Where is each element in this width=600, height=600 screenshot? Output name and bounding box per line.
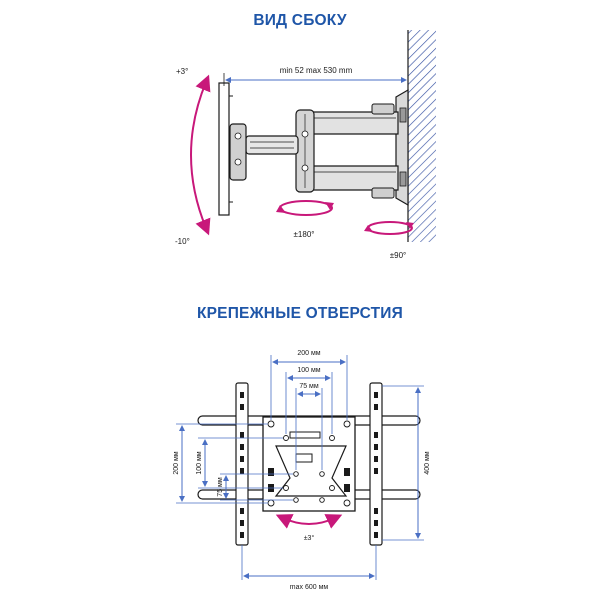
height-75-dimension: 75 мм <box>217 475 229 499</box>
tv-bracket <box>229 123 247 181</box>
max-width-label: max 600 мм <box>290 584 329 591</box>
width-200-label: 200 мм <box>297 350 320 357</box>
mounting-holes-title: КРЕПЕЖНЫЕ ОТВЕРСТИЯ <box>196 305 403 322</box>
mount-arms <box>245 103 399 199</box>
wall-swivel-label: ±90° <box>390 251 407 260</box>
max-width-dimension: max 600 мм <box>241 545 377 591</box>
height-200-label: 200 мм <box>173 451 180 474</box>
right-vertical-rail <box>369 382 383 546</box>
width-75-dimension: 75 мм <box>297 383 321 397</box>
height-200-dimension: 200 мм <box>173 425 185 502</box>
height-100-label: 100 мм <box>196 451 203 474</box>
tilt-arrow: +3° -10° <box>175 67 211 246</box>
mounting-holes-view: 200 мм 100 мм 75 мм 200 мм 100 мм <box>173 350 431 591</box>
width-75-label: 75 мм <box>299 383 319 390</box>
height-75-label: 75 мм <box>217 477 224 497</box>
rotation-arrow: ±3° <box>275 514 343 542</box>
arm-swivel-arrow: ±180° <box>276 200 334 239</box>
height-400-label: 400 мм <box>424 451 431 474</box>
height-400-dimension: 400 мм <box>382 385 431 541</box>
extension-label: min 52 max 530 mm <box>280 66 353 75</box>
extension-dimension: min 52 max 530 mm <box>223 66 409 86</box>
arm-swivel-label: ±180° <box>294 230 315 239</box>
side-view: min 52 max 530 mm +3° -10° ±180° ±90° <box>175 30 436 260</box>
wall-plate <box>395 88 409 207</box>
width-200-dimension: 200 мм <box>272 350 346 365</box>
height-guides <box>176 423 293 504</box>
side-view-title: ВИД СБОКУ <box>253 12 347 29</box>
width-100-dimension: 100 мм <box>287 367 331 381</box>
height-100-dimension: 100 мм <box>196 439 208 487</box>
rotation-label: ±3° <box>304 534 315 542</box>
wall <box>407 30 436 242</box>
left-vertical-rail <box>235 382 249 546</box>
width-guides <box>270 355 348 470</box>
wall-swivel-arrow: ±90° <box>364 221 414 260</box>
center-mount-plate <box>262 416 356 512</box>
tilt-down-label: -10° <box>175 237 190 246</box>
tilt-up-label: +3° <box>176 67 188 76</box>
width-100-label: 100 мм <box>297 367 320 374</box>
